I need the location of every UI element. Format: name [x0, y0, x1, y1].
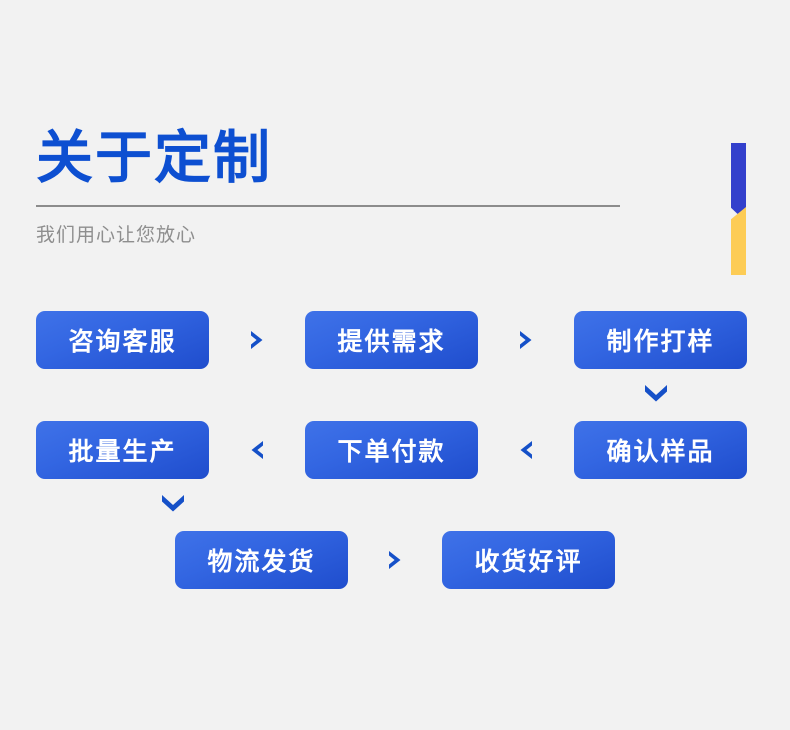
chevron-left-icon — [512, 436, 540, 464]
flow-row-1: 咨询客服 提供需求 制作打样 — [36, 311, 747, 369]
flow-connector-4 — [478, 436, 574, 464]
flow-connector-down-left — [158, 490, 188, 516]
flow-connector-5 — [348, 546, 442, 574]
flow-connector-2 — [478, 326, 574, 354]
accent-bar — [731, 143, 746, 275]
flow-step-consult-service[interactable]: 咨询客服 — [36, 311, 209, 369]
chevron-left-icon — [243, 436, 271, 464]
chevron-right-icon — [512, 326, 540, 354]
accent-bar-blue-segment — [731, 143, 746, 222]
flow-connector-3 — [209, 436, 305, 464]
flow-row-3: 物流发货 收货好评 — [175, 531, 615, 589]
page-title: 关于定制 — [36, 126, 272, 190]
page-subtitle: 我们用心让您放心 — [36, 225, 197, 246]
chevron-down-icon — [158, 491, 188, 515]
flow-row-2: 批量生产 下单付款 确认样品 — [36, 421, 747, 479]
accent-bar-yellow-segment — [731, 207, 746, 275]
flow-step-receive-and-review[interactable]: 收货好评 — [442, 531, 615, 589]
chevron-down-icon — [641, 381, 671, 405]
flow-step-provide-requirements[interactable]: 提供需求 — [305, 311, 478, 369]
flow-connector-down-right — [641, 380, 671, 406]
flow-step-logistics-shipping[interactable]: 物流发货 — [175, 531, 348, 589]
page-header: 关于定制 我们用心让您放心 — [36, 130, 622, 245]
flow-step-confirm-sample[interactable]: 确认样品 — [574, 421, 747, 479]
flow-step-place-order-payment[interactable]: 下单付款 — [305, 421, 478, 479]
chevron-right-icon — [243, 326, 271, 354]
flow-step-make-sample[interactable]: 制作打样 — [574, 311, 747, 369]
chevron-right-icon — [381, 546, 409, 574]
title-divider — [36, 205, 620, 207]
flow-step-mass-production[interactable]: 批量生产 — [36, 421, 209, 479]
flow-connector-1 — [209, 326, 305, 354]
